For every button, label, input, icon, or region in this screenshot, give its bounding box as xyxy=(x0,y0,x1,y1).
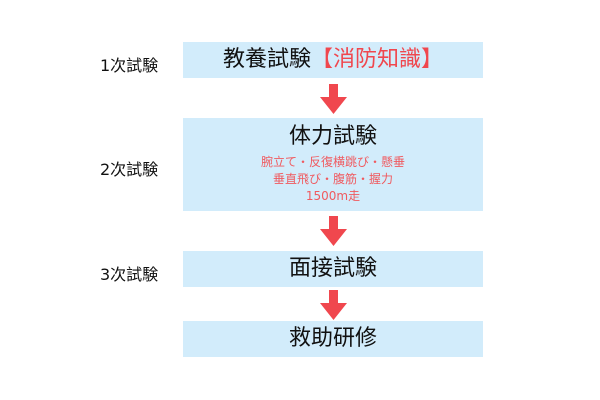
arrow-down-icon xyxy=(320,216,347,246)
stage-2-title: 体力試験 xyxy=(288,124,377,149)
stage-3-label: 3次試験 xyxy=(100,265,159,284)
stage-2-label: 2次試験 xyxy=(100,160,159,179)
stage-4-title: 救助研修 xyxy=(288,326,377,351)
stage-1-note: 【消防知識】 xyxy=(311,47,444,72)
stage-1-label: 1次試験 xyxy=(100,56,159,75)
stage-3-title: 面接試験 xyxy=(288,256,377,281)
stage-2-detail: 1500m走 xyxy=(305,189,361,203)
arrow-down-icon xyxy=(320,84,347,114)
arrow-down-icon xyxy=(320,290,347,320)
stage-1-box: 教養試験【消防知識】 xyxy=(183,42,483,78)
stage-3-box: 面接試験 xyxy=(183,251,483,287)
stage-2-box: 体力試験 腕立て・反復横跳び・懸垂 垂直飛び・腹筋・握力 1500m走 xyxy=(183,118,483,211)
stage-1-title: 教養試験 xyxy=(222,47,311,72)
stage-2-detail: 腕立て・反復横跳び・懸垂 xyxy=(260,155,405,169)
stage-4-box: 救助研修 xyxy=(183,321,483,357)
stage-2-detail: 垂直飛び・腹筋・握力 xyxy=(272,172,393,186)
